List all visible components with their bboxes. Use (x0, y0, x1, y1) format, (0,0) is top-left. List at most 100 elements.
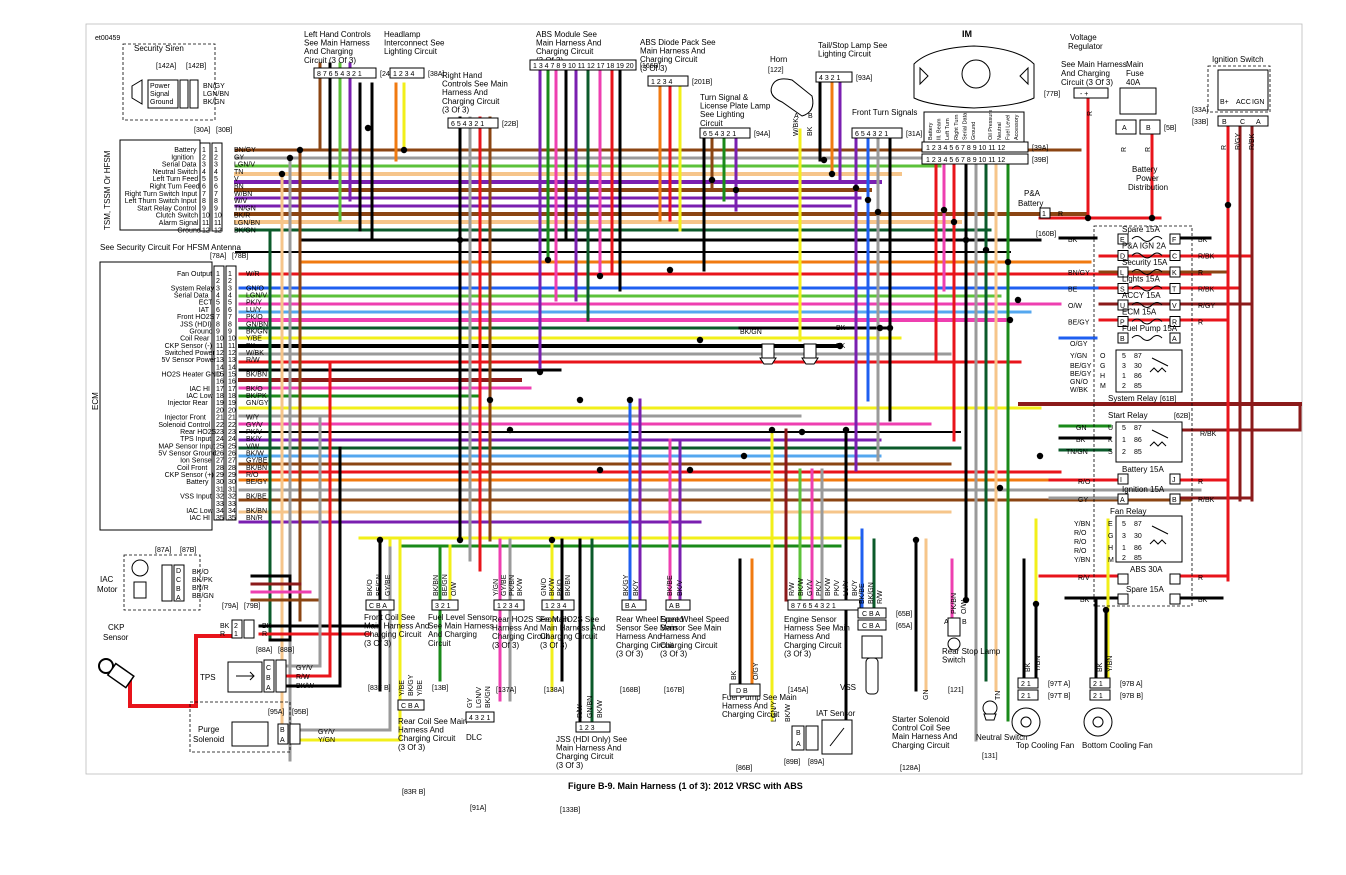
svg-text:[97T A]: [97T A] (1048, 681, 1070, 688)
abs-module-connector (529, 59, 637, 71)
jss-title-line: Charging Circuit (556, 752, 614, 761)
fuse-pin: F (1172, 237, 1176, 244)
dlc-wire: GY (467, 698, 474, 708)
front-ho2s-title-line: Main Harness And (540, 624, 605, 633)
im-pin-label: Left Turn (945, 118, 951, 140)
ecm-pin-num: 15 (228, 372, 236, 379)
splice-dot (296, 146, 304, 154)
ecm-pin-num: 3 (216, 285, 220, 292)
engine-sensor-pins: 8 7 6 5 4 3 2 1 (791, 603, 836, 610)
svg-text:B: B (962, 619, 967, 626)
splice-dot (864, 196, 872, 204)
rear-coil-connector (397, 699, 425, 711)
right-hand-controls-connector (447, 117, 499, 129)
svg-text:D: D (176, 568, 181, 575)
svg-text:B: B (808, 113, 813, 120)
splice-dot (874, 208, 882, 216)
top-fan-title-line: Top Cooling Fan (1016, 741, 1074, 750)
svg-text:Power: Power (1136, 174, 1159, 183)
svg-text:TPS: TPS (200, 673, 216, 682)
ecm-wire-label: BK/PK (246, 393, 267, 400)
ecm-pin-label: ECT (199, 300, 214, 307)
ecm-pin-num: 10 (228, 336, 236, 343)
svg-text:BK: BK (220, 623, 230, 630)
jss-title-line: Main Harness And (556, 744, 621, 753)
ecm-pin-label: VSS Input (180, 494, 212, 501)
starter-title-line: Starter Solenoid (892, 715, 949, 724)
fuel-level-id: [13B] (432, 685, 448, 692)
front-coil-title-line: Charging Circuit (364, 630, 422, 639)
svg-text:BN/GY: BN/GY (203, 83, 225, 90)
splice-dot (1004, 258, 1012, 266)
ecm-pin-num: 24 (216, 436, 224, 443)
fuel-level-title-line: And Charging (428, 630, 477, 639)
svg-text:S: S (1108, 449, 1113, 456)
iat-sensor: IAT Sensor B A [89B] [89A] (784, 709, 856, 766)
ign-switch-wire: R/GY (1235, 133, 1242, 150)
front-wss-id: [167B] (664, 687, 684, 694)
ecm-pin-label: IAC Low (186, 508, 213, 515)
fuel-pump-title-line: Charging Circuit (722, 710, 780, 719)
fuse-symbol (1131, 302, 1163, 308)
ecm-pin-label: Injector Rear (168, 400, 209, 407)
svg-text:A: A (944, 619, 949, 626)
ecm-pin-num: 6 (228, 307, 232, 314)
dlc-id: [91A] (470, 805, 486, 812)
ecm-wire-label: W/R (246, 271, 260, 278)
svg-text:Purge: Purge (198, 725, 220, 734)
ckp-sensor: [79A] [79B] 2 1 BK R BK R CKP Sensor (98, 603, 272, 689)
engine-sensor-wire: PK/Y (816, 580, 823, 596)
vreg-wire: R (1087, 111, 1094, 116)
ecm-pin-num: 10 (216, 336, 224, 343)
splice-dot (536, 368, 544, 376)
relay-wire: BK (1076, 437, 1086, 444)
ecm-wire-label: W/BK (246, 350, 264, 357)
fuse-pin: V (1172, 303, 1177, 310)
ecm-wire-label: BK (246, 343, 256, 350)
ecm-pin-num: 5 (228, 300, 232, 307)
ecm-pin-label: JSS (HDI) (180, 321, 212, 328)
jss-id: [133B] (560, 807, 580, 814)
abs-diode-pins: 1 2 3 4 (651, 79, 673, 86)
splice-dot (596, 272, 604, 280)
svg-text:2 1: 2 1 (1021, 681, 1031, 688)
ecm-pin-num: 16 (216, 379, 224, 386)
horn-wire: W/BK (793, 118, 800, 136)
front-ho2s-connector (541, 599, 575, 611)
splice-dot (286, 154, 294, 162)
splice-dot (1006, 316, 1014, 324)
ecm-pin-num: 31 (228, 486, 236, 493)
engine-sensor-title-line: Harness And (784, 632, 830, 641)
svg-text:BK: BK (836, 343, 846, 350)
rear-ho2s-connector (493, 599, 525, 611)
svg-text:TSM, TSSM Or HFSM: TSM, TSSM Or HFSM (103, 150, 112, 230)
tsm-wire-label: BK/GN (234, 227, 256, 234)
svg-text:[87A]: [87A] (155, 547, 171, 554)
fuse-symbol (1131, 285, 1163, 292)
svg-text:BK/PK: BK/PK (192, 577, 213, 584)
front-turn-title: Front Turn Signals (852, 108, 917, 117)
svg-text:[33A]: [33A] (1192, 107, 1208, 114)
bottom-cooling-fan: 2 1 2 1 [97B A] [97B B] (1083, 677, 1143, 737)
ecm-pin-num: 2 (228, 278, 232, 285)
tsm-wire-label: LGN/V (234, 162, 255, 169)
abs-diode-title-line: Main Harness And (640, 47, 705, 56)
ecm-pin-num: 26 (216, 451, 224, 458)
ecm-wire-label: BN/R (246, 515, 263, 522)
fuse-pin: L (1120, 270, 1124, 277)
svg-text:- +: - + (1080, 91, 1088, 98)
splice-dot (940, 206, 948, 214)
dlc-title-line: DLC (466, 733, 482, 742)
neutral-title: Neutral Switch (976, 733, 1028, 742)
fuse-wire: R/BK (1198, 287, 1215, 294)
dlc-pins: 4 3 2 1 (469, 715, 491, 722)
svg-text:ABS 30A: ABS 30A (1130, 565, 1163, 574)
front-wss-title-line: (3 Of 3) (660, 649, 687, 658)
splice-dot (768, 426, 776, 434)
